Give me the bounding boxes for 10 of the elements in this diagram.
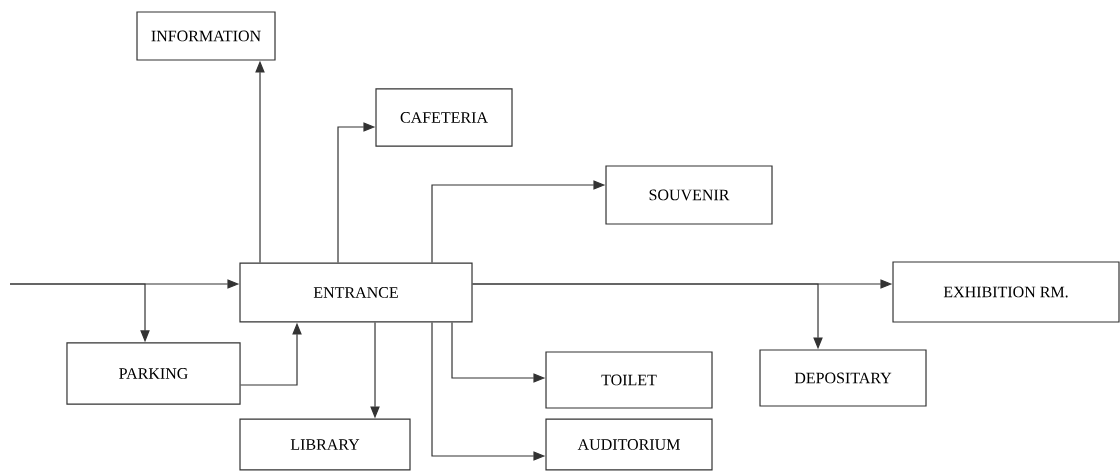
place-box: TOILET <box>545 351 713 409</box>
place-box: ENTRANCE <box>239 262 473 323</box>
place-box: PARKING <box>66 342 241 405</box>
place-box: LIBRARY <box>239 418 411 471</box>
place-box: EXHIBITION RM. <box>892 261 1120 323</box>
place-box: INFORMATION <box>136 11 276 61</box>
place-box: CAFETERIA <box>375 88 513 147</box>
place-box: SOUVENIR <box>605 165 773 225</box>
place-box: AUDITORIUM <box>545 418 713 471</box>
place-box: DEPOSITARY <box>759 349 927 407</box>
